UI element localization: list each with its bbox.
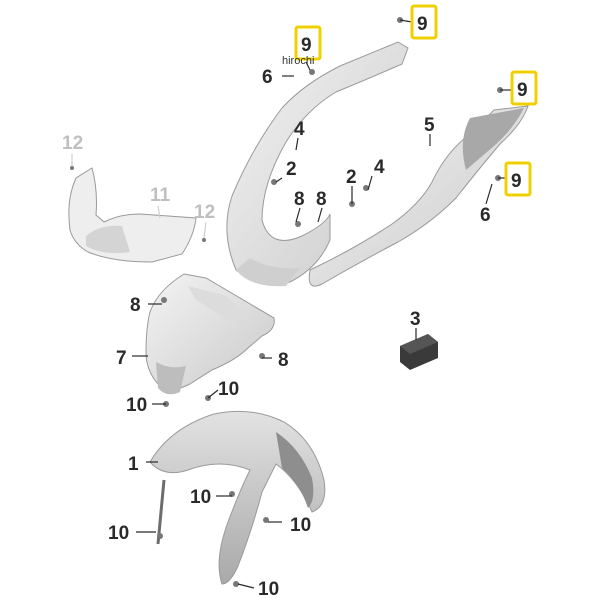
leader-lines	[71, 19, 512, 589]
label-8-c: 8	[294, 189, 305, 210]
part-3-shape	[400, 334, 438, 370]
label-5: 5	[424, 115, 435, 136]
part-left-panel-shape	[226, 41, 409, 287]
label-2-b: 2	[346, 167, 357, 188]
label-1: 1	[128, 454, 139, 475]
label-10-f: 10	[258, 579, 279, 600]
label-9-a: 9	[301, 35, 312, 56]
label-10-b: 10	[218, 379, 239, 400]
label-6-b: 6	[480, 205, 491, 226]
part-1-shape	[149, 410, 326, 585]
label-12-a: 12	[62, 133, 83, 154]
part-labels: 1 2 2 3 4 4 5 6 6 7 8 8 8 8 9 9 9 9 10 1…	[62, 14, 528, 600]
label-9-d: 9	[511, 171, 522, 192]
label-8-d: 8	[316, 189, 327, 210]
label-8-a: 8	[130, 295, 141, 316]
label-10-e: 10	[290, 515, 311, 536]
label-6-a: 6	[262, 67, 273, 88]
label-3: 3	[410, 309, 421, 330]
label-2-a: 2	[286, 159, 297, 180]
part-5-shape	[308, 105, 529, 287]
label-10-c: 10	[190, 487, 211, 508]
label-9-c: 9	[517, 80, 528, 101]
part-11-shape	[68, 167, 197, 263]
label-12-b: 12	[194, 202, 215, 223]
label-8-b: 8	[278, 350, 289, 371]
label-10-a: 10	[126, 395, 147, 416]
label-10-d: 10	[108, 523, 129, 544]
label-9-b: 9	[417, 14, 428, 35]
watermark: hirochi	[282, 55, 314, 67]
part-7-shape	[145, 273, 275, 395]
label-11: 11	[150, 185, 171, 206]
label-4-b: 4	[374, 157, 385, 178]
highlight-boxes	[294, 4, 538, 197]
label-4-a: 4	[294, 119, 305, 140]
label-7: 7	[116, 348, 127, 369]
